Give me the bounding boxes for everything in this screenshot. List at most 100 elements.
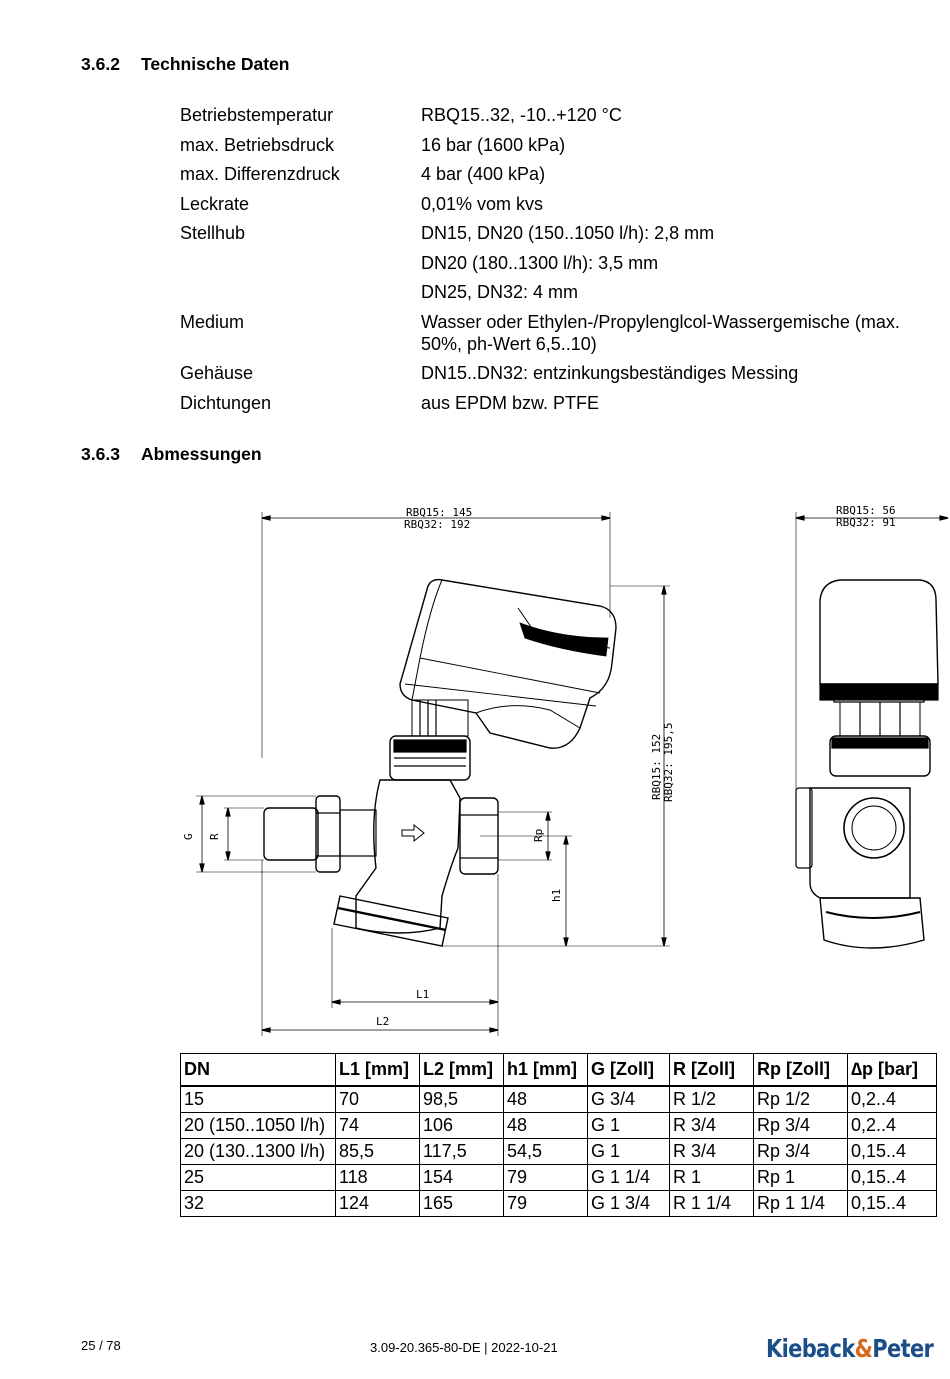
spec-value: DN20 (180..1300 l/h): 3,5 mm [421,252,659,273]
height-label-rbq32: RBQ32: 195,5 [662,723,675,802]
column-header: Rp [Zoll] [753,1053,848,1087]
table-cell: 74 [335,1112,420,1139]
section-number: 3.6.3 [81,444,120,464]
label-rp: Rp [532,829,545,842]
table-cell: G 1 3/4 [587,1190,670,1217]
spec-value: RBQ15..32, -10..+120 °C [421,105,622,125]
spec-row: Medium Wasser oder Ethylen-/Propylenglcol… [180,311,931,363]
spec-row: Leckrate 0,01% vom kvs [180,193,931,223]
spec-row: DN25, DN32: 4 mm [180,281,931,311]
column-header: DN [180,1053,336,1087]
spec-value: 0,01% vom kvs [421,193,544,214]
spec-row: DN20 (180..1300 l/h): 3,5 mm [180,252,931,282]
side-width-label-rbq32: RBQ32: 91 [836,516,896,529]
side-width-label-rbq15: RBQ15: 56 [836,504,896,517]
table-cell: 118 [335,1164,420,1191]
table-cell: 117,5 [419,1138,504,1165]
table-cell: 106 [419,1112,504,1139]
table-cell: 154 [419,1164,504,1191]
table-cell: 0,15..4 [847,1190,937,1217]
technical-data-table: Betriebstemperatur RBQ15..32, -10..+120 °… [180,104,931,421]
table-cell: 85,5 [335,1138,420,1165]
width-label-rbq32: RBQ32: 192 [404,518,470,531]
column-header: G [Zoll] [587,1053,670,1087]
section-title: Abmessungen [141,444,262,464]
column-header: L2 [mm] [419,1053,504,1087]
table-cell: Rp 1 [753,1164,848,1191]
spec-row: Gehäuse DN15..DN32: entzinkungsbeständige… [180,362,931,392]
table-cell: Rp 3/4 [753,1112,848,1139]
table-cell: 25 [180,1164,336,1191]
spec-row: max. Differenzdruck 4 bar (400 kPa) [180,163,931,193]
table-cell: 0,15..4 [847,1164,937,1191]
spec-label: Leckrate [180,193,250,214]
table-cell: 124 [335,1190,420,1217]
height-label-rbq15: RBQ15: 152 [650,734,663,800]
spec-label: Medium [180,311,245,332]
label-g: G [182,833,195,840]
spec-value: DN25, DN32: 4 mm [421,282,579,302]
table-cell: R 1 1/4 [669,1190,754,1217]
table-cell: R 3/4 [669,1138,754,1165]
table-cell: G 1 [587,1112,670,1139]
spec-label: Gehäuse [180,363,254,383]
spec-label [180,281,421,311]
spec-value: 16 bar (1600 kPa) [421,134,566,155]
table-cell: R 3/4 [669,1112,754,1139]
table-cell: G 1 [587,1138,670,1165]
spec-row: max. Betriebsdruck 16 bar (1600 kPa) [180,134,931,164]
table-cell: 98,5 [419,1085,504,1113]
table-cell: Rp 1 1/4 [753,1190,848,1217]
section-heading-dimensions: 3.6.3 Abmessungen [81,444,262,465]
column-header: h1 [mm] [503,1053,588,1087]
spec-row: Betriebstemperatur RBQ15..32, -10..+120 °… [180,104,931,134]
spec-value: aus EPDM bzw. PTFE [421,392,600,413]
kieback-peter-logo: Kieback&Peter [766,1334,934,1363]
spec-value: DN15, DN20 (150..1050 l/h): 2,8 mm [421,223,715,243]
spec-label [180,252,421,282]
table-cell: G 3/4 [587,1085,670,1113]
label-l1: L1 [416,988,429,1001]
table-cell: 15 [180,1085,336,1113]
section-number: 3.6.2 [81,54,120,74]
spec-label: Dichtungen [180,392,272,413]
table-cell: R 1/2 [669,1085,754,1113]
table-cell: 79 [503,1164,588,1191]
column-header: ∆p [bar] [847,1053,937,1087]
column-header: R [Zoll] [669,1053,754,1087]
table-cell: 70 [335,1085,420,1113]
table-cell: 0,2..4 [847,1112,937,1139]
label-h1: h1 [550,889,563,902]
spec-label: max. Betriebsdruck [180,134,335,155]
spec-value: 4 bar (400 kPa) [421,164,546,184]
section-heading-technical-data: 3.6.2 Technische Daten [81,54,289,75]
spec-row: Dichtungen aus EPDM bzw. PTFE [180,392,931,422]
spec-label: max. Differenzdruck [180,164,340,184]
table-cell: 20 (130..1300 l/h) [180,1138,336,1165]
table-cell: 79 [503,1190,588,1217]
document-id: 3.09-20.365-80-DE | 2022-10-21 [370,1340,558,1355]
table-cell: Rp 1/2 [753,1085,848,1113]
spec-row: Stellhub DN15, DN20 (150..1050 l/h): 2,8 … [180,222,931,252]
table-cell: 20 (150..1050 l/h) [180,1112,336,1139]
label-r: R [208,833,221,840]
spec-value: DN15..DN32: entzinkungsbeständiges Messi… [421,363,799,383]
width-label-rbq15: RBQ15: 145 [406,506,472,519]
table-cell: G 1 1/4 [587,1164,670,1191]
spec-label: Stellhub [180,223,246,243]
table-cell: 0,2..4 [847,1085,937,1113]
table-cell: 48 [503,1085,588,1113]
table-cell: 54,5 [503,1138,588,1165]
spec-label: Betriebstemperatur [180,105,334,125]
section-title: Technische Daten [141,54,290,74]
valve-dimension-drawing: RBQ15: 145 RBQ32: 192 G R Rp [182,504,949,1036]
spec-value: Wasser oder Ethylen-/Propylenglcol-Wasse… [421,311,900,354]
table-cell: R 1 [669,1164,754,1191]
